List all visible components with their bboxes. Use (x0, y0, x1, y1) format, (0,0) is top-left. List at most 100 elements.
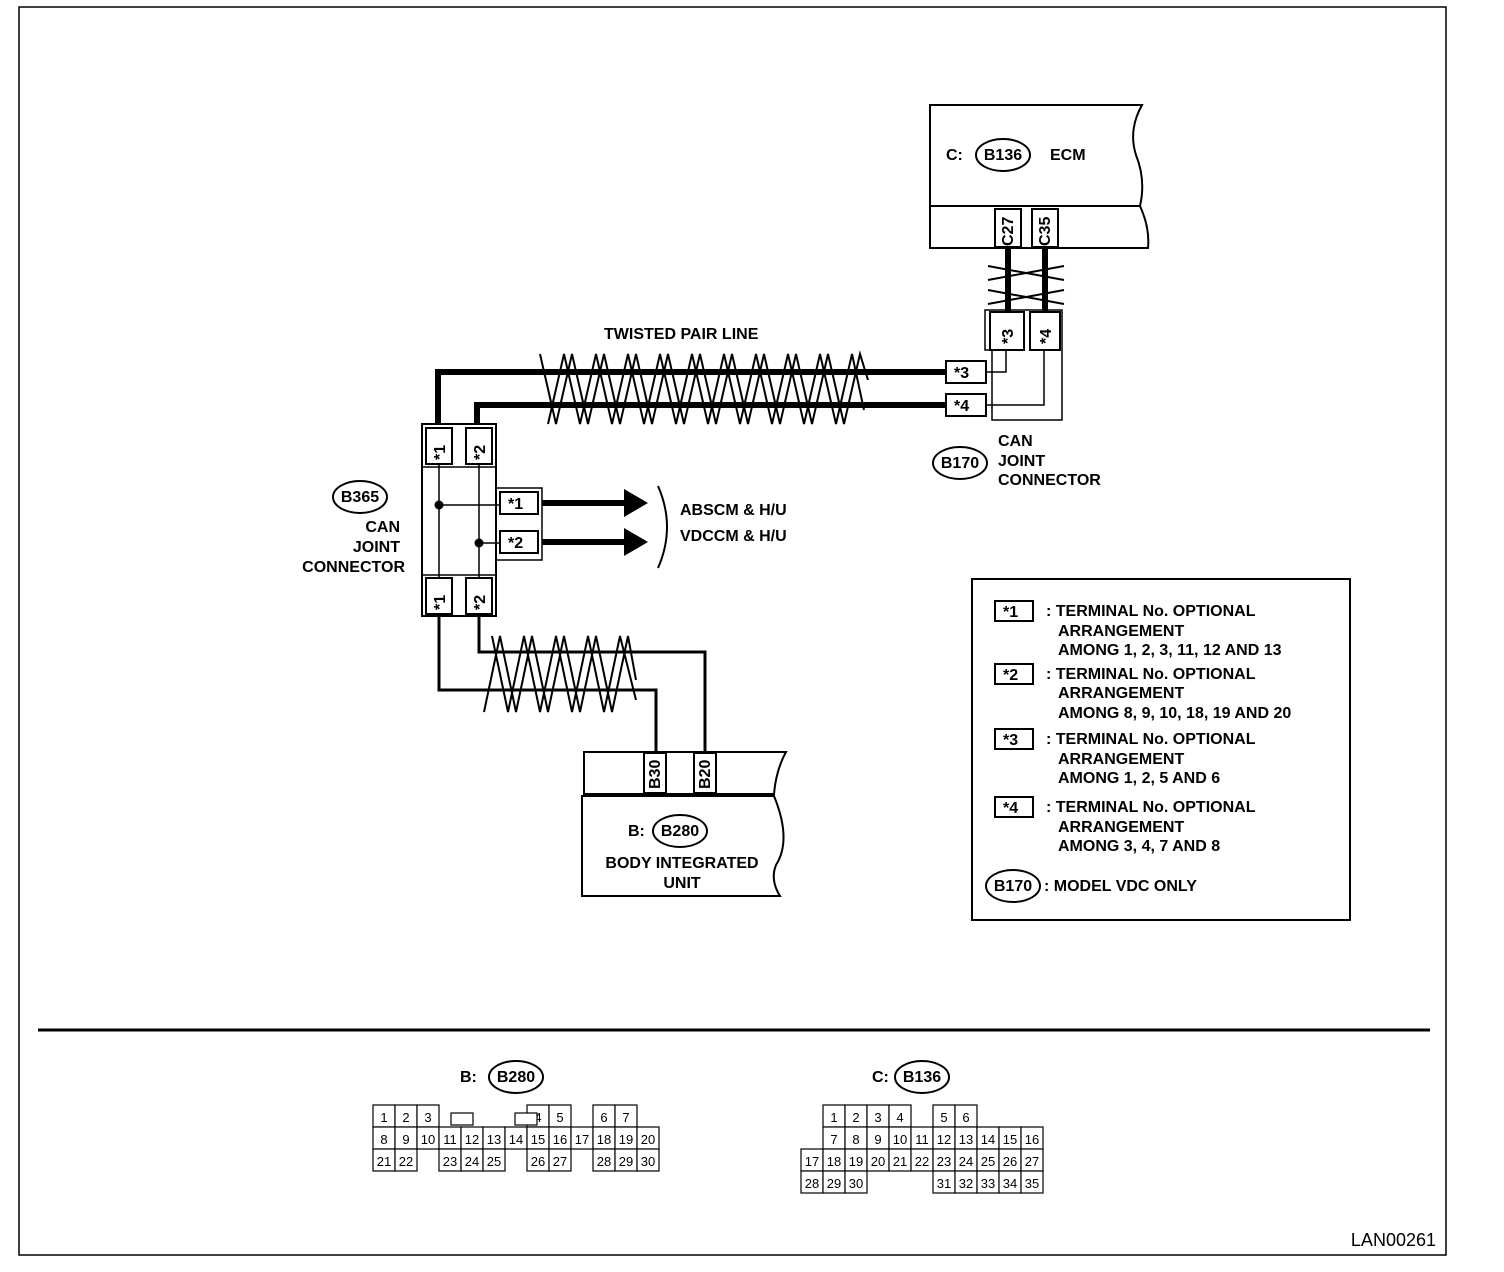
biu-pin-b30: B30 (647, 760, 664, 789)
terminal-number: 2 (852, 1110, 859, 1125)
terminal-number: 17 (805, 1154, 819, 1169)
terminal-number: 30 (641, 1154, 655, 1169)
b365-name-line3: CONNECTOR (302, 559, 405, 576)
terminal-number: 12 (465, 1132, 479, 1147)
biu-name-line1: BODY INTEGRATED (605, 855, 758, 872)
biu-name-line2: UNIT (663, 875, 701, 892)
legend-note-text: : MODEL VDC ONLY (1044, 878, 1197, 895)
terminal-number: 10 (893, 1132, 907, 1147)
terminal-number: 8 (852, 1132, 859, 1147)
terminal-number: 16 (553, 1132, 567, 1147)
terminal-number: 28 (597, 1154, 611, 1169)
output-branch: *1 *2 ABSCM & H/U VDCCM & H/U (495, 485, 787, 569)
legend-line: ARRANGEMENT (1058, 751, 1184, 768)
terminal-number: 8 (380, 1132, 387, 1147)
b170-connector: *3 *4 *3 *4 B170 CAN JOINT CONNECTOR (932, 309, 1101, 489)
b170-pin-t3: *3 (1000, 329, 1017, 344)
terminal-number: 22 (915, 1154, 929, 1169)
terminal-number: 35 (1025, 1176, 1039, 1191)
terminal-number: 10 (421, 1132, 435, 1147)
terminal-number: 9 (402, 1132, 409, 1147)
legend-tag: *4 (1003, 800, 1018, 817)
ecm-block: C: B136 ECM C27 C35 (929, 104, 1150, 249)
legend-tag: *2 (1003, 667, 1018, 684)
output-vdccm-label: VDCCM & H/U (680, 528, 787, 545)
latch-tab (514, 1112, 538, 1126)
terminal-number: 11 (915, 1132, 929, 1147)
terminal-number: 4 (534, 1110, 541, 1125)
terminal-number: 18 (827, 1154, 841, 1169)
terminal-number: 15 (531, 1132, 545, 1147)
face-b-id: B280 (497, 1069, 535, 1086)
legend-note-id: B170 (994, 878, 1032, 895)
biu-prefix: B: (628, 823, 645, 840)
ecm-prefix: C: (946, 147, 963, 164)
terminal-number: 28 (805, 1176, 819, 1191)
terminal-number: 6 (600, 1110, 607, 1125)
terminal-number: 14 (981, 1132, 995, 1147)
biu-pin-b20: B20 (697, 760, 714, 789)
terminal-number: 7 (830, 1132, 837, 1147)
terminal-cell (1020, 1170, 1044, 1194)
output-pin-t1: *1 (508, 496, 523, 513)
legend-item-t3: *3 : TERMINAL No. OPTIONAL ARRANGEMENT A… (994, 728, 1256, 787)
latch-tab (450, 1112, 474, 1126)
legend-line: ARRANGEMENT (1058, 623, 1184, 640)
terminal-cell (482, 1148, 506, 1172)
terminal-number: 23 (443, 1154, 457, 1169)
terminal-number: 34 (1003, 1176, 1017, 1191)
legend-line: : TERMINAL No. OPTIONAL (1046, 799, 1256, 816)
terminal-number: 24 (465, 1154, 479, 1169)
terminal-number: 26 (1003, 1154, 1017, 1169)
b170-name-line2: JOINT (998, 453, 1045, 470)
b365-connector: *1 *2 *1 *2 B365 CAN JOINT CONNECTOR (302, 423, 500, 617)
legend-line: AMONG 1, 2, 3, 11, 12 AND 13 (1058, 642, 1282, 659)
terminal-number: 21 (893, 1154, 907, 1169)
face-b-prefix: B: (460, 1069, 477, 1086)
legend-line: : TERMINAL No. OPTIONAL (1046, 603, 1256, 620)
terminal-number: 29 (619, 1154, 633, 1169)
terminal-number: 13 (959, 1132, 973, 1147)
b365-top-pin-t1: *1 (432, 445, 449, 460)
legend-line: AMONG 8, 9, 10, 18, 19 AND 20 (1058, 705, 1291, 722)
terminal-number: 17 (575, 1132, 589, 1147)
terminal-number: 27 (1025, 1154, 1039, 1169)
terminal-number: 18 (597, 1132, 611, 1147)
face-c-prefix: C: (872, 1069, 889, 1086)
ecm-pin-c35: C35 (1037, 217, 1054, 246)
terminal-number: 7 (622, 1110, 629, 1125)
output-absscm-label: ABSCM & H/U (680, 502, 787, 519)
b170-pin-t4: *4 (1038, 329, 1055, 344)
terminal-number: 24 (959, 1154, 973, 1169)
terminal-number: 25 (487, 1154, 501, 1169)
terminal-number: 3 (424, 1110, 431, 1125)
output-pin-t2: *2 (508, 535, 523, 552)
b170-connector-id: B170 (941, 455, 979, 472)
outer-frame (18, 6, 1447, 1256)
bottom-twisted-pair (437, 616, 707, 752)
terminal-number: 20 (871, 1154, 885, 1169)
terminal-number: 2 (402, 1110, 409, 1125)
legend-line: ARRANGEMENT (1058, 819, 1184, 836)
terminal-number: 33 (981, 1176, 995, 1191)
legend-item-t4: *4 : TERMINAL No. OPTIONAL ARRANGEMENT A… (994, 796, 1256, 855)
legend-line: : TERMINAL No. OPTIONAL (1046, 731, 1256, 748)
b170-name-line3: CONNECTOR (998, 472, 1101, 489)
terminal-cell (844, 1170, 868, 1194)
terminal-number: 5 (556, 1110, 563, 1125)
legend-line: : TERMINAL No. OPTIONAL (1046, 666, 1256, 683)
legend-note: B170 : MODEL VDC ONLY (985, 869, 1197, 903)
terminal-number: 19 (619, 1132, 633, 1147)
twisted-pair-label: TWISTED PAIR LINE (604, 326, 759, 343)
terminal-number: 1 (380, 1110, 387, 1125)
legend-line: AMONG 3, 4, 7 AND 8 (1058, 838, 1220, 855)
terminal-number: 31 (937, 1176, 951, 1191)
arrow-vdccm (624, 528, 648, 556)
terminal-cell (636, 1148, 660, 1172)
terminal-number: 27 (553, 1154, 567, 1169)
legend-tag: *1 (1003, 604, 1018, 621)
